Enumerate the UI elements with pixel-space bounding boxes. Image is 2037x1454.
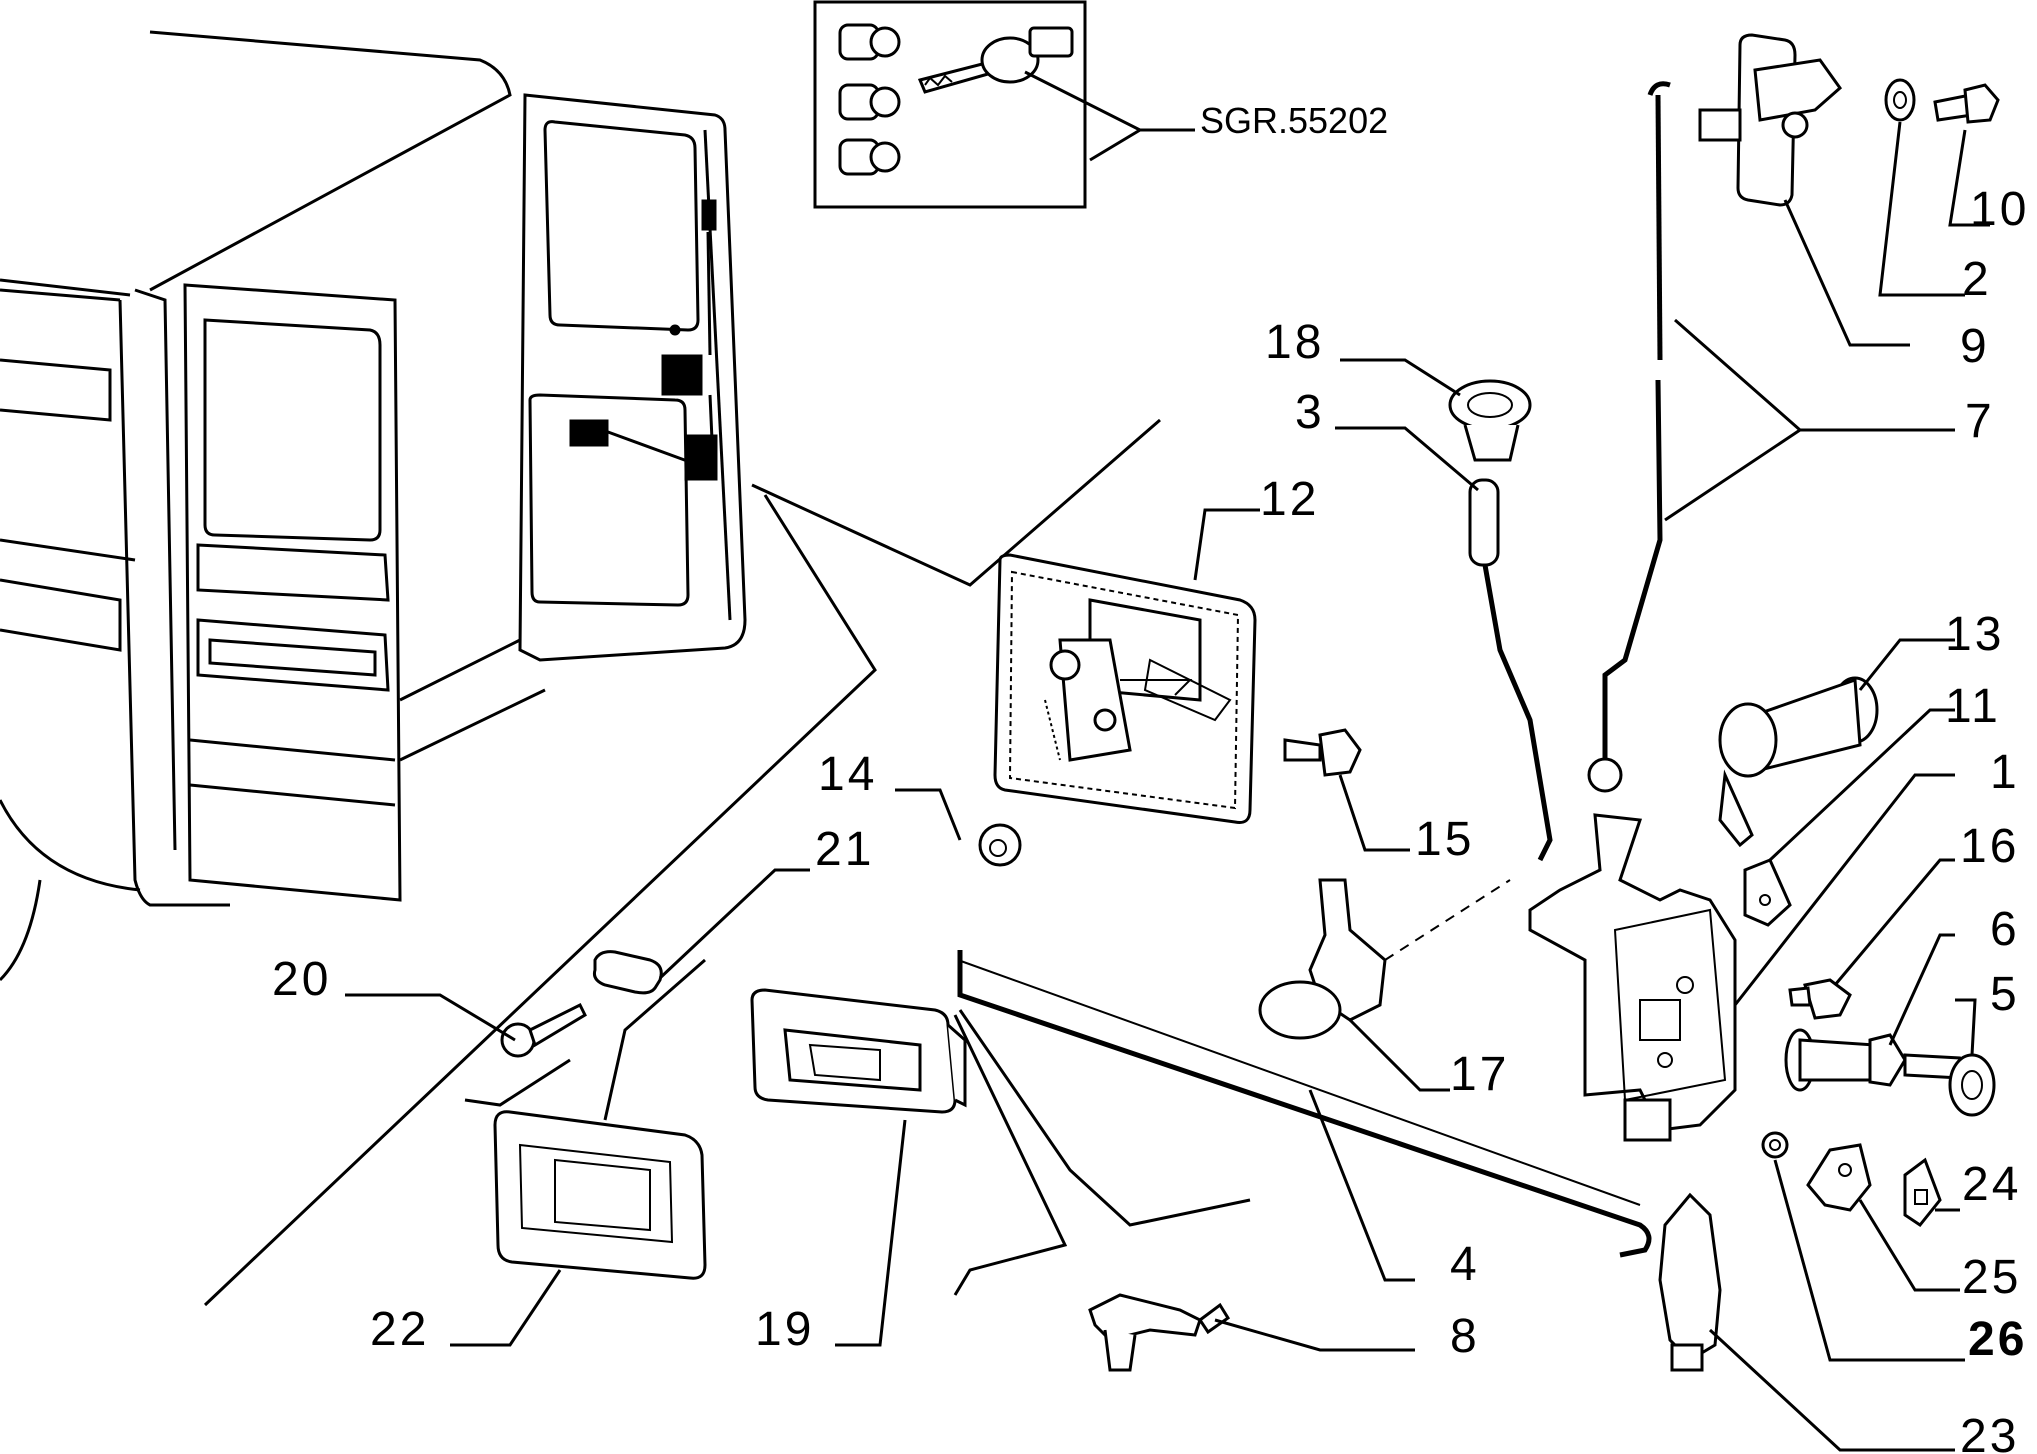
screw-sixteen-part	[1788, 978, 1852, 1020]
grommet-part	[1448, 379, 1532, 462]
callout-22: 22	[370, 1303, 429, 1356]
clip-part	[1743, 858, 1792, 927]
callout-14: 14	[818, 748, 877, 801]
callout-1: 1	[1990, 746, 2020, 799]
main-lock-part	[1528, 813, 1737, 1142]
reference-code: SGR.55202	[1200, 100, 1388, 141]
callout-17: 17	[1450, 1048, 1509, 1101]
rod-clip-part	[1088, 1293, 1231, 1372]
callout-25: 25	[1962, 1251, 2021, 1304]
lock-cylinder-part	[1718, 676, 1879, 848]
callout-23: 23	[1960, 1410, 2019, 1454]
callout-6: 6	[1990, 903, 2020, 956]
bolt-part	[1933, 83, 2000, 124]
lock-cylinder-icon	[838, 23, 901, 176]
callout-24: 24	[1962, 1158, 2021, 1211]
striker-bracket-part	[1806, 1143, 1872, 1212]
handle-housing-part	[750, 988, 967, 1114]
bracket-part	[1258, 878, 1511, 1040]
callout-8: 8	[1450, 1310, 1480, 1363]
callout-15: 15	[1415, 813, 1474, 866]
inner-lock-plate-part	[993, 553, 1257, 824]
bushing-part	[1948, 1053, 1996, 1117]
small-screw-part	[1761, 1131, 1789, 1159]
washer-part	[1884, 78, 1916, 122]
callout-21: 21	[815, 823, 874, 876]
callout-13: 13	[1945, 608, 2004, 661]
callout-5: 5	[1990, 968, 2020, 1021]
callout-11: 11	[1945, 680, 2001, 733]
van-rear-illustration	[0, 30, 1161, 1307]
callout-12: 12	[1260, 473, 1319, 526]
callout-3: 3	[1295, 386, 1325, 439]
handle-bezel-part	[493, 1110, 707, 1280]
callout-2: 2	[1962, 253, 1992, 306]
callout-16: 16	[1960, 820, 2019, 873]
callout-20: 20	[272, 953, 331, 1006]
striker-plate-part	[1903, 1157, 1942, 1228]
clip-twenty-one-part	[593, 950, 663, 995]
screw-part	[1283, 728, 1362, 777]
actuator-part	[1658, 1192, 1722, 1372]
nut-part	[978, 823, 1022, 867]
rod-upper-part	[1587, 81, 1671, 793]
rod-long-part	[957, 950, 1652, 1258]
striker-pin-part	[1784, 1028, 1978, 1092]
callout-9: 9	[1960, 320, 1990, 373]
key-icon	[917, 26, 1074, 94]
callout-10: 10	[1970, 183, 2029, 236]
rod-three-part	[1468, 478, 1553, 862]
callout-18: 18	[1265, 316, 1324, 369]
callout-19: 19	[755, 1303, 814, 1356]
callout-26: 26	[1968, 1313, 2027, 1366]
callout-4: 4	[1450, 1238, 1480, 1291]
upper-latch-part	[1698, 33, 1843, 207]
callout-7: 7	[1965, 395, 1995, 448]
key-cylinder-kit: SGR.55202	[813, 0, 1388, 209]
screw-twenty-part	[500, 1002, 587, 1058]
